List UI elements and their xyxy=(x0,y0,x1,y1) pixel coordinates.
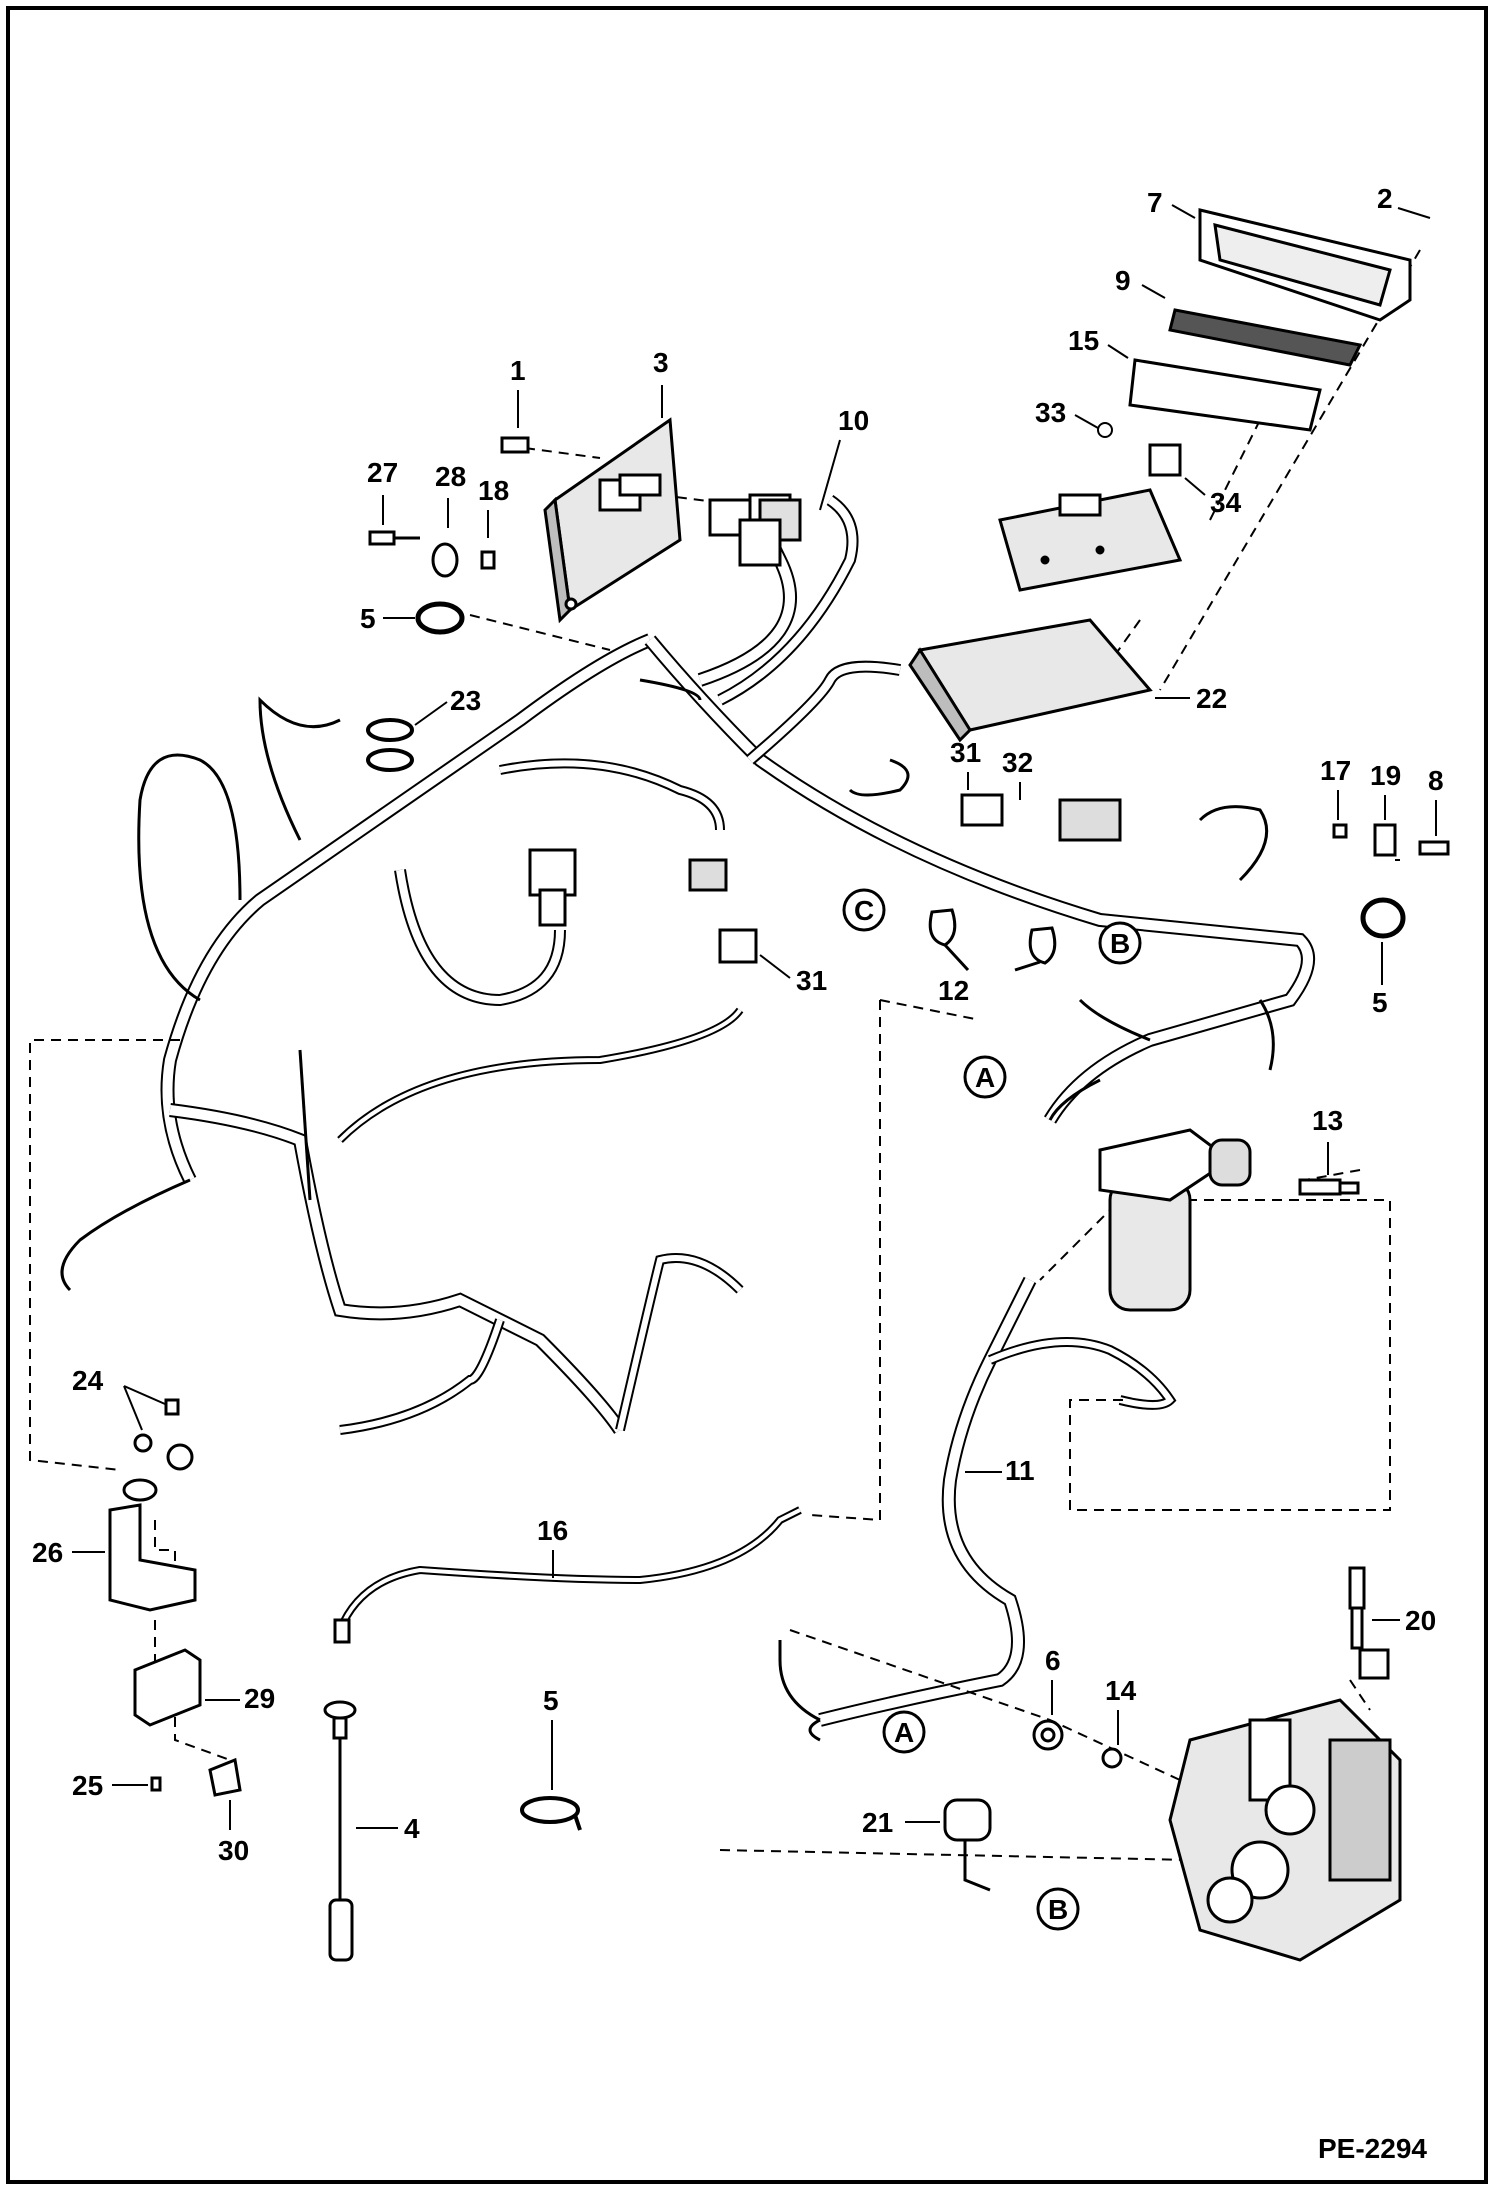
relay-29 xyxy=(133,1648,202,1727)
callout-10: 10 xyxy=(838,405,869,436)
callout-22: 22 xyxy=(1196,683,1227,714)
hardware-24 xyxy=(122,1398,194,1502)
callout-24: 24 xyxy=(72,1365,104,1396)
sensor-13 xyxy=(1298,1178,1360,1196)
ref-circle-c: C xyxy=(854,895,874,926)
wire-leads xyxy=(60,678,1275,1292)
callout-3: 3 xyxy=(653,347,669,378)
ref-circle-b-upper: B xyxy=(1110,928,1130,959)
callout-12: 12 xyxy=(938,975,969,1006)
clamp-5-top xyxy=(415,601,465,635)
fuse-strip-9 xyxy=(1168,308,1363,367)
callout-31-left: 31 xyxy=(796,965,827,996)
clips-12 xyxy=(928,908,1057,972)
screw-25 xyxy=(150,1776,162,1792)
callout-21: 21 xyxy=(862,1807,893,1838)
callout-5-top: 5 xyxy=(360,603,376,634)
callout-33: 33 xyxy=(1035,397,1066,428)
relay-34 xyxy=(1148,443,1182,477)
callout-30: 30 xyxy=(218,1835,249,1866)
bracket-26 xyxy=(108,1503,197,1612)
callout-5-right: 5 xyxy=(1372,987,1388,1018)
connector-plug-main xyxy=(528,848,577,927)
harness-16 xyxy=(336,1506,802,1632)
washer-14 xyxy=(1101,1747,1123,1769)
reference-circles: C B A A B xyxy=(842,888,1142,1931)
clamp-5-right xyxy=(1360,897,1406,939)
callout-25: 25 xyxy=(72,1770,103,1801)
callout-labels: 1 3 10 27 28 18 5 23 7 2 9 15 33 xyxy=(32,183,1444,1866)
clamp-group-27-28-18 xyxy=(368,530,496,578)
fuel-filter-assembly xyxy=(1098,1128,1252,1312)
callout-23: 23 xyxy=(450,685,481,716)
callout-9: 9 xyxy=(1115,265,1131,296)
connector-pair-10 xyxy=(708,493,802,567)
clamp-group-17-19-8 xyxy=(1332,823,1450,857)
connector-31-right xyxy=(960,793,1122,842)
callout-15: 15 xyxy=(1068,325,1099,356)
fuse-panel-22 xyxy=(908,488,1183,743)
callout-27: 27 xyxy=(367,457,398,488)
injection-pump xyxy=(1168,1698,1402,1962)
solenoid-21 xyxy=(943,1798,992,1892)
callout-6: 6 xyxy=(1045,1645,1061,1676)
callout-2: 2 xyxy=(1377,183,1393,214)
fitting-6 xyxy=(1032,1719,1064,1751)
clip-23 xyxy=(366,718,414,772)
callout-13: 13 xyxy=(1312,1105,1343,1136)
callout-1: 1 xyxy=(510,355,526,386)
callout-5-bottom: 5 xyxy=(543,1685,559,1716)
bolt-1 xyxy=(500,436,530,454)
callout-28: 28 xyxy=(435,461,466,492)
connector-31-left xyxy=(688,858,758,964)
assembly-leader-lines xyxy=(29,240,1421,1861)
callout-20: 20 xyxy=(1405,1605,1436,1636)
callout-17: 17 xyxy=(1320,755,1351,786)
label-plate-15 xyxy=(1128,358,1322,432)
controller-module-3 xyxy=(543,417,682,624)
callout-14: 14 xyxy=(1105,1675,1137,1706)
ref-circle-b-lower: B xyxy=(1048,1894,1068,1925)
callout-11: 11 xyxy=(1005,1455,1035,1486)
terminal-30 xyxy=(208,1757,242,1797)
fuel-sender-4 xyxy=(323,1618,357,1962)
drawing-code: PE-2294 xyxy=(1318,2133,1427,2164)
drawing-border xyxy=(6,6,1488,2184)
callout-29: 29 xyxy=(244,1683,275,1714)
callout-8: 8 xyxy=(1428,765,1444,796)
ref-circle-a-lower: A xyxy=(894,1717,914,1748)
tie-5-bottom xyxy=(520,1796,582,1831)
fuse-33 xyxy=(1097,422,1113,438)
fuse-cover-7 xyxy=(1198,208,1412,322)
callout-16: 16 xyxy=(537,1515,568,1546)
callout-32: 32 xyxy=(1002,747,1033,778)
callout-31-right: 31 xyxy=(950,737,981,768)
callout-18: 18 xyxy=(478,475,509,506)
main-harness xyxy=(160,495,1315,1435)
harness-11 xyxy=(778,1276,1177,1742)
callout-7: 7 xyxy=(1147,187,1163,218)
callout-34: 34 xyxy=(1210,487,1242,518)
sensor-20 xyxy=(1348,1566,1390,1680)
ref-circle-a-upper: A xyxy=(975,1062,995,1093)
callout-19: 19 xyxy=(1370,760,1401,791)
callout-26: 26 xyxy=(32,1537,63,1568)
callout-4: 4 xyxy=(404,1813,420,1844)
